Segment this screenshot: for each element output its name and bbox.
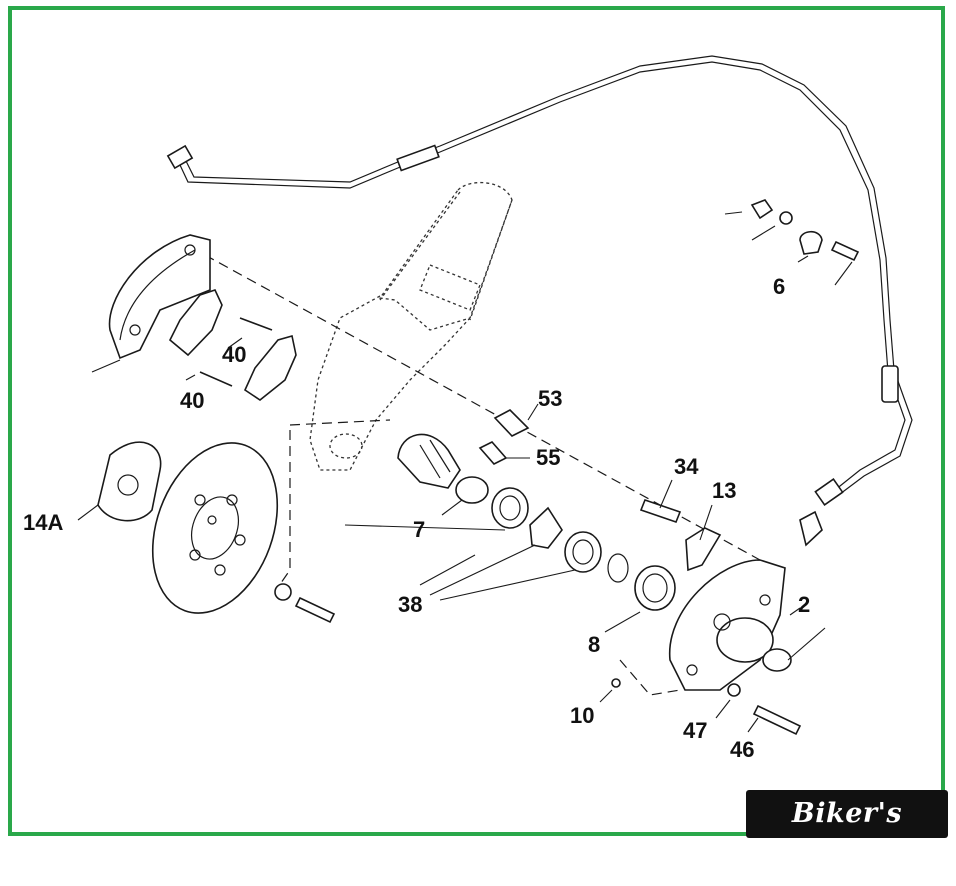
- brake-exploded-diagram: 6 40 40 53 55 34 13 7 14A 38 2 8 10 47 4…: [8, 6, 945, 836]
- label-10: 10: [570, 703, 594, 728]
- label-40b: 40: [180, 388, 204, 413]
- caliper-half: [669, 559, 786, 691]
- caliper-housing: [108, 234, 211, 360]
- label-13: 13: [712, 478, 736, 503]
- bolt-46: [752, 704, 802, 736]
- label-14a: 14A: [23, 510, 63, 535]
- green-border: [8, 6, 945, 836]
- fork-leg: [309, 181, 513, 471]
- label-6: 6: [773, 274, 785, 299]
- piston: [634, 565, 676, 611]
- pin-upper: [239, 317, 273, 331]
- caliper-mount-hardware: [750, 199, 860, 262]
- label-8: 8: [588, 632, 600, 657]
- label-46: 46: [730, 737, 754, 762]
- brake-line: [166, 55, 913, 506]
- disc-washer: [274, 583, 292, 601]
- cap-2: [762, 648, 792, 672]
- sleeve-53: [493, 409, 530, 437]
- bleeder-valve: [799, 510, 823, 547]
- label-7: 7: [413, 517, 425, 542]
- label-40a: 40: [222, 342, 246, 367]
- adapter-plate: [97, 441, 162, 522]
- sleeve-55: [478, 441, 508, 465]
- label-2: 2: [798, 592, 810, 617]
- brake-line-fitting-left: [166, 144, 194, 170]
- o-ring-7: [455, 476, 489, 504]
- label-38: 38: [398, 592, 422, 617]
- disc-bolt: [294, 596, 336, 624]
- brake-line-clamp: [881, 365, 899, 403]
- pin-34: [639, 498, 682, 524]
- label-53: 53: [538, 386, 562, 411]
- brake-pad-outer: [243, 334, 297, 401]
- watermark: Biker's Store: [746, 790, 948, 877]
- screw-10: [611, 678, 621, 688]
- brake-line-coupler: [396, 144, 440, 172]
- bracket-13: [685, 527, 722, 572]
- label-34: 34: [674, 454, 699, 479]
- brake-pad-inner: [169, 289, 223, 357]
- dust-boot: [397, 433, 461, 489]
- alignment-lines: [204, 254, 761, 696]
- washer-47: [727, 683, 741, 697]
- diagram-frame: 6 40 40 53 55 34 13 7 14A 38 2 8 10 47 4…: [8, 6, 948, 877]
- leader-lines: [77, 211, 853, 733]
- brake-line-fitting-right: [814, 478, 844, 506]
- seal-kit: [491, 487, 629, 583]
- brake-disc: [151, 442, 279, 614]
- watermark-text: Biker's Store: [791, 798, 903, 877]
- label-47: 47: [683, 718, 707, 743]
- pin-lower: [199, 371, 233, 387]
- label-55: 55: [536, 445, 560, 470]
